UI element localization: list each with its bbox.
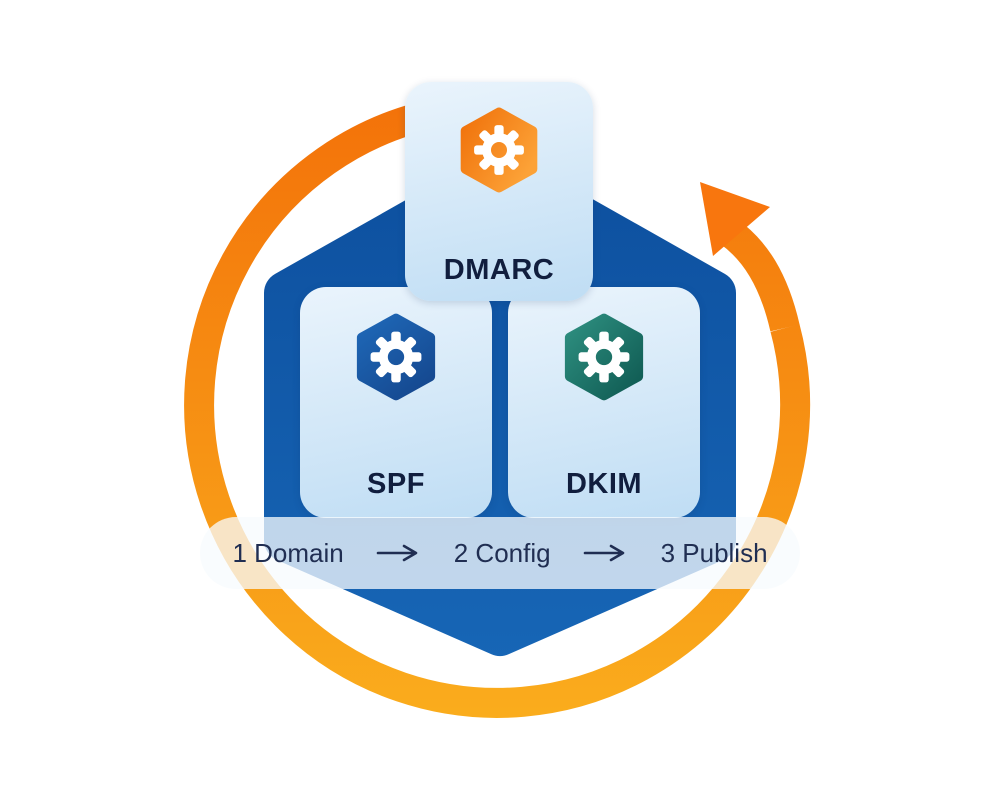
cycle-arrow-tail — [718, 218, 800, 332]
workflow-steps-pill: 1 Domain 2 Config 3 Publish — [200, 517, 800, 589]
dkim-card-label: DKIM — [565, 468, 643, 500]
spf-card: SPF — [300, 287, 492, 518]
step-3-publish: 3 Publish — [660, 538, 768, 568]
step-arrow-icon — [376, 544, 418, 562]
dkim-card: DKIM — [508, 287, 700, 518]
spf-hexagon-gear-icon — [356, 313, 436, 401]
step-1-domain: 1 Domain — [232, 538, 344, 568]
dmarc-card-label: DMARC — [443, 254, 555, 286]
dmarc-card: DMARC — [405, 82, 593, 301]
dkim-hexagon-gear-icon — [564, 313, 644, 401]
step-2-config: 2 Config — [453, 538, 551, 568]
spf-card-label: SPF — [367, 468, 425, 500]
dmarc-hexagon-gear-icon — [460, 107, 538, 193]
cycle-arrowhead-icon — [700, 182, 770, 256]
step-arrow-icon — [583, 544, 624, 562]
